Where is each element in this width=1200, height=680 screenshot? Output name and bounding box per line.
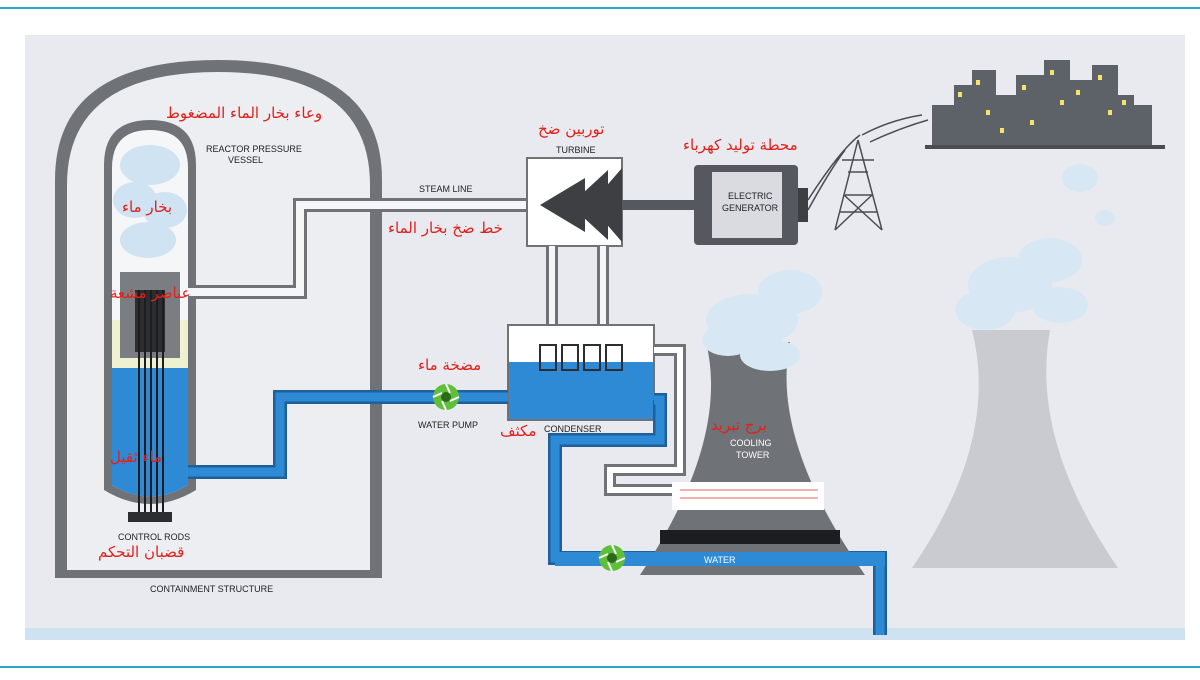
label-reactor-vessel-2: VESSEL [228, 155, 263, 165]
pump-icon [432, 383, 460, 411]
turbine-icon [540, 168, 622, 242]
steam-cloud-icon [955, 164, 1115, 330]
control-rods [138, 290, 164, 512]
cooling-tower [640, 342, 865, 575]
label-ar-turbine: توربين ضخ [538, 120, 604, 138]
label-ar-condenser: مكثف [500, 422, 536, 440]
label-water-pump: WATER PUMP [418, 420, 478, 430]
label-ar-heavy-water: ماء ثقيل [110, 448, 162, 466]
power-tower-icon [807, 114, 929, 231]
label-ar-water-pump: مضخة ماء [418, 356, 481, 374]
tower-steam-cloud [702, 270, 822, 371]
label-ar-fuel: عناصر مشعة [110, 284, 191, 302]
label-ar-steam-line: خط ضخ بخار الماء [388, 219, 503, 237]
label-turbine: TURBINE [556, 145, 596, 155]
label-steam-line: STEAM LINE [419, 184, 473, 194]
pump-icon [598, 544, 626, 572]
label-reactor-vessel-1: REACTOR PRESSURE [206, 144, 302, 154]
label-ar-control-rods: قضبان التحكم [98, 543, 184, 561]
label-ar-reactor-vessel: وعاء بخار الماء المضغوط [166, 104, 322, 122]
turbine-shaft [622, 200, 694, 210]
city-skyline-icon [925, 60, 1165, 149]
label-condenser: CONDENSER [544, 424, 602, 434]
label-cooling-tower-2: TOWER [736, 450, 770, 460]
label-containment: CONTAINMENT STRUCTURE [150, 584, 273, 594]
label-ar-cooling-tower: برج تبريد [711, 416, 767, 435]
label-control-rods: CONTROL RODS [118, 532, 190, 542]
label-water: WATER [704, 555, 736, 565]
ground-water-strip [25, 628, 1185, 640]
label-generator-2: GENERATOR [722, 203, 779, 213]
label-cooling-tower-1: COOLING [730, 438, 772, 448]
label-generator-1: ELECTRIC [728, 191, 773, 201]
label-ar-steam: بخار ماء [122, 198, 172, 216]
background-cooling-tower [912, 330, 1118, 568]
label-ar-generator: محطة توليد كهرباء [683, 136, 798, 154]
